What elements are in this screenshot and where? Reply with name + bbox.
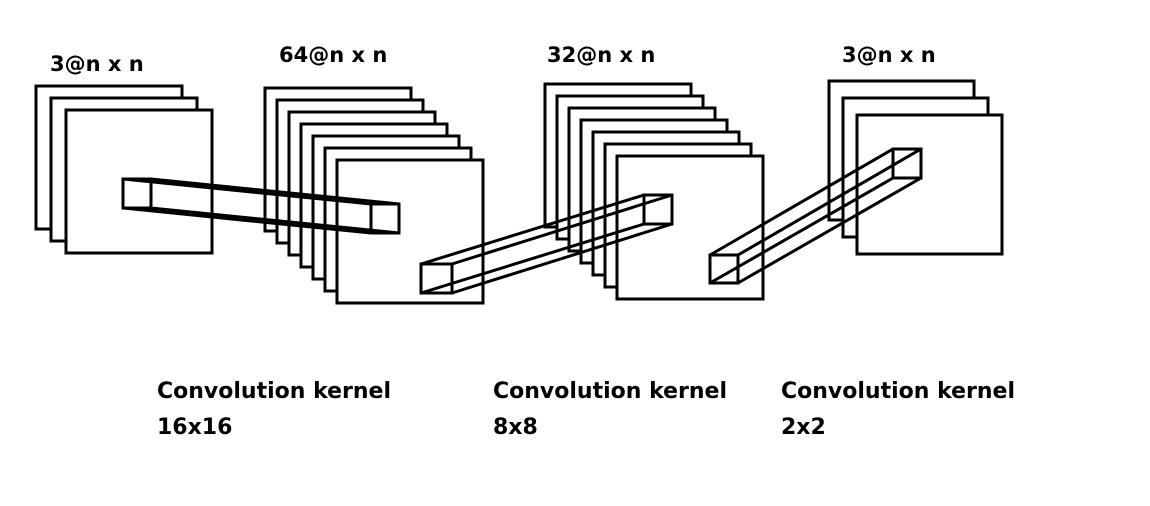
kernel-title: Convolution kernel xyxy=(493,379,728,404)
prism-front-face xyxy=(419,262,454,295)
kernel-size: 16x16 xyxy=(157,415,233,440)
feature-map-stacks xyxy=(34,79,1004,305)
prism-edge xyxy=(451,193,673,266)
feature-map-sheet xyxy=(615,154,765,301)
prism-front-face xyxy=(121,177,153,210)
layer-label-input: 3@n x n xyxy=(50,52,144,76)
layer-label-conv1: 64@n x n xyxy=(279,43,388,67)
prism-back-face xyxy=(642,193,674,226)
kernel-caption-2: Convolution kernel 8x8 xyxy=(493,374,727,446)
prism-edge xyxy=(150,177,400,206)
layer-label-output: 3@n x n xyxy=(842,43,936,67)
kernel-caption-1: Convolution kernel 16x16 xyxy=(157,374,391,446)
kernel-prisms xyxy=(121,147,923,295)
kernel-title: Convolution kernel xyxy=(157,379,392,404)
prism-edge xyxy=(709,176,894,285)
feature-map-stack-3 xyxy=(543,82,765,301)
kernel-prism-2 xyxy=(419,193,674,295)
prism-edge xyxy=(420,193,645,266)
kernel-size: 2x2 xyxy=(781,415,826,440)
prism-edge xyxy=(122,206,372,235)
prism-edge xyxy=(451,222,673,295)
kernel-prism-3 xyxy=(708,147,923,285)
feature-map-stack-2 xyxy=(263,86,485,305)
layer-label-conv2: 32@n x n xyxy=(547,43,656,67)
kernel-caption-3: Convolution kernel 2x2 xyxy=(781,374,1015,446)
kernel-prism-1 xyxy=(121,177,401,235)
prism-edge xyxy=(122,177,372,206)
prism-edge xyxy=(737,147,922,257)
prism-edge xyxy=(150,206,400,235)
prism-edge xyxy=(709,147,894,257)
prism-front-face xyxy=(708,253,740,285)
kernel-size: 8x8 xyxy=(493,415,538,440)
feature-map-stack-1 xyxy=(34,84,214,255)
prism-edge xyxy=(420,222,645,295)
kernel-title: Convolution kernel xyxy=(781,379,1016,404)
feature-map-stack-4 xyxy=(827,79,1004,256)
prism-edge xyxy=(737,176,922,285)
